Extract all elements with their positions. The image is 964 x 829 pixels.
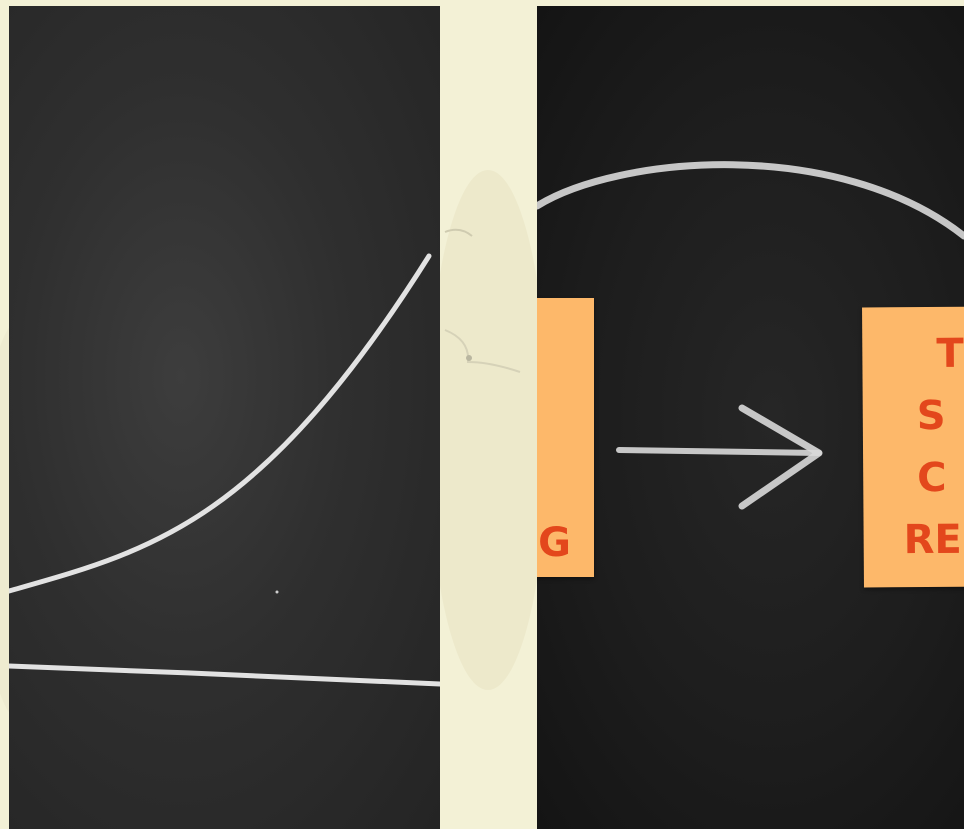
sticky-note-left: G xyxy=(537,298,594,577)
chalk-growth-curve xyxy=(9,253,432,594)
chalk-drawing-left xyxy=(9,253,440,687)
sticky-note-left-text: G xyxy=(538,520,572,566)
sticky-note-line: T xyxy=(936,330,964,377)
sticky-note-line: C xyxy=(917,454,947,502)
sticky-note-right-text: T S C RES xyxy=(903,323,964,572)
chalk-baseline xyxy=(9,663,440,687)
sticky-note-line: S xyxy=(916,392,946,440)
chalk-arrow-head xyxy=(738,404,823,510)
chalk-arrow-shaft xyxy=(616,447,822,456)
chalk-loop-arc xyxy=(537,161,964,240)
chalk-drawing-right xyxy=(537,161,964,510)
chalkboard-photo-right: G T S C RES xyxy=(537,6,964,829)
sticky-note-right: T S C RES xyxy=(862,306,964,588)
chalkboard-photo-left xyxy=(9,6,440,829)
sticky-note-line: RES xyxy=(903,516,964,564)
